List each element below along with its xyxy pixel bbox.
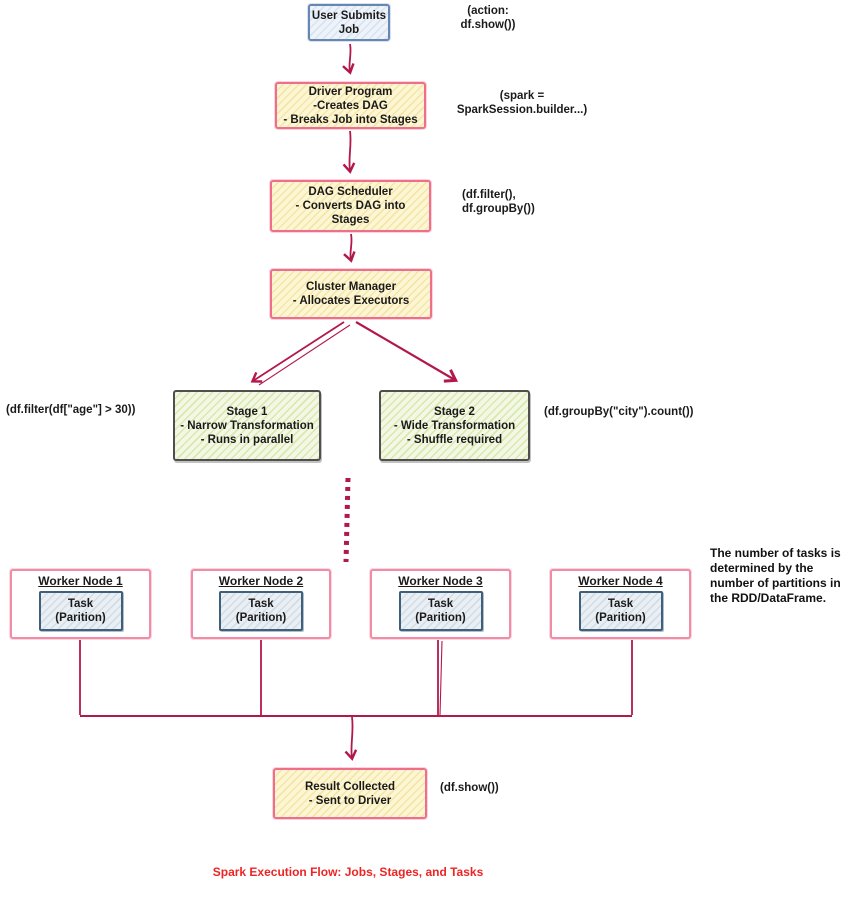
filter-groupby-annotation: (df.filter(), df.groupBy()): [462, 189, 535, 215]
stage2-node: Stage 2 - Wide Transformation - Shuffle …: [379, 390, 530, 461]
worker-node-4: Worker Node 4 Task (Parition): [550, 569, 691, 639]
worker-node-4-title: Worker Node 4: [578, 574, 663, 588]
user-submits-job-node: User Submits Job: [308, 4, 390, 41]
result-code-annotation: (df.show()): [440, 782, 499, 794]
driver-program-node: Driver Program -Creates DAG - Breaks Job…: [275, 82, 426, 129]
worker-node-1: Worker Node 1 Task (Parition): [10, 569, 151, 639]
stage1-code-annotation: (df.filter(df["age"] > 30)): [6, 404, 136, 416]
dag-scheduler-node: DAG Scheduler - Converts DAG into Stages: [270, 180, 431, 232]
action-annotation: (action: df.show()): [460, 5, 516, 31]
cluster-manager-node: Cluster Manager - Allocates Executors: [270, 269, 432, 319]
worker-node-3-title: Worker Node 3: [398, 574, 483, 588]
worker-node-2-task: Task (Parition): [219, 591, 303, 631]
result-collected-node: Result Collected - Sent to Driver: [273, 768, 427, 819]
worker-node-2: Worker Node 2 Task (Parition): [191, 569, 331, 639]
worker-node-4-task: Task (Parition): [578, 591, 663, 631]
worker-node-3-task: Task (Parition): [398, 591, 483, 631]
partitions-note: The number of tasks is determined by the…: [710, 546, 841, 605]
spark-session-annotation: (spark = SparkSession.builder...): [456, 90, 588, 116]
worker-node-1-title: Worker Node 1: [38, 574, 123, 588]
stage1-node: Stage 1 - Narrow Transformation - Runs i…: [173, 390, 321, 461]
worker-node-3: Worker Node 3 Task (Parition): [370, 569, 511, 639]
worker-node-1-task: Task (Parition): [38, 591, 123, 631]
diagram-caption: Spark Execution Flow: Jobs, Stages, and …: [212, 865, 484, 879]
stage2-code-annotation: (df.groupBy("city").count()): [544, 406, 694, 418]
worker-node-2-title: Worker Node 2: [218, 574, 304, 588]
